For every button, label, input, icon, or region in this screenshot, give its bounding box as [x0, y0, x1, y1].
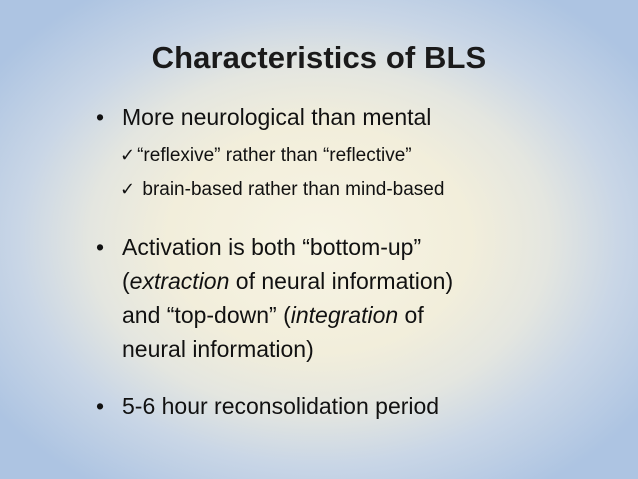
- emphasis-text: integration: [290, 302, 399, 328]
- bullet-line: and “top-down” (integration of: [122, 302, 424, 328]
- sub-item-text: “reflexive” rather than “reflective”: [137, 145, 412, 166]
- bullet-marker: •: [96, 234, 105, 260]
- bullet-line: neural information): [122, 336, 314, 362]
- bullet-text: 5-6 hour reconsolidation period: [122, 393, 440, 419]
- sub-item-text: brain-based rather than mind-based: [142, 179, 445, 200]
- bullet-marker: •: [96, 104, 105, 130]
- sub-item: ✓ brain-based rather than mind-based: [120, 176, 444, 203]
- bullet-marker: •: [96, 393, 105, 419]
- sub-item: ✓“reflexive” rather than “reflective”: [120, 142, 412, 169]
- bullet-line: Activation is both “bottom-up”: [122, 234, 422, 260]
- check-icon: ✓: [120, 145, 136, 165]
- emphasis-text: extraction: [129, 268, 230, 294]
- slide-title: Characteristics of BLS: [151, 40, 487, 75]
- check-icon: ✓: [120, 179, 136, 199]
- bullet-text: More neurological than mental: [122, 104, 432, 130]
- bullet-line: (extraction of neural information): [122, 268, 454, 294]
